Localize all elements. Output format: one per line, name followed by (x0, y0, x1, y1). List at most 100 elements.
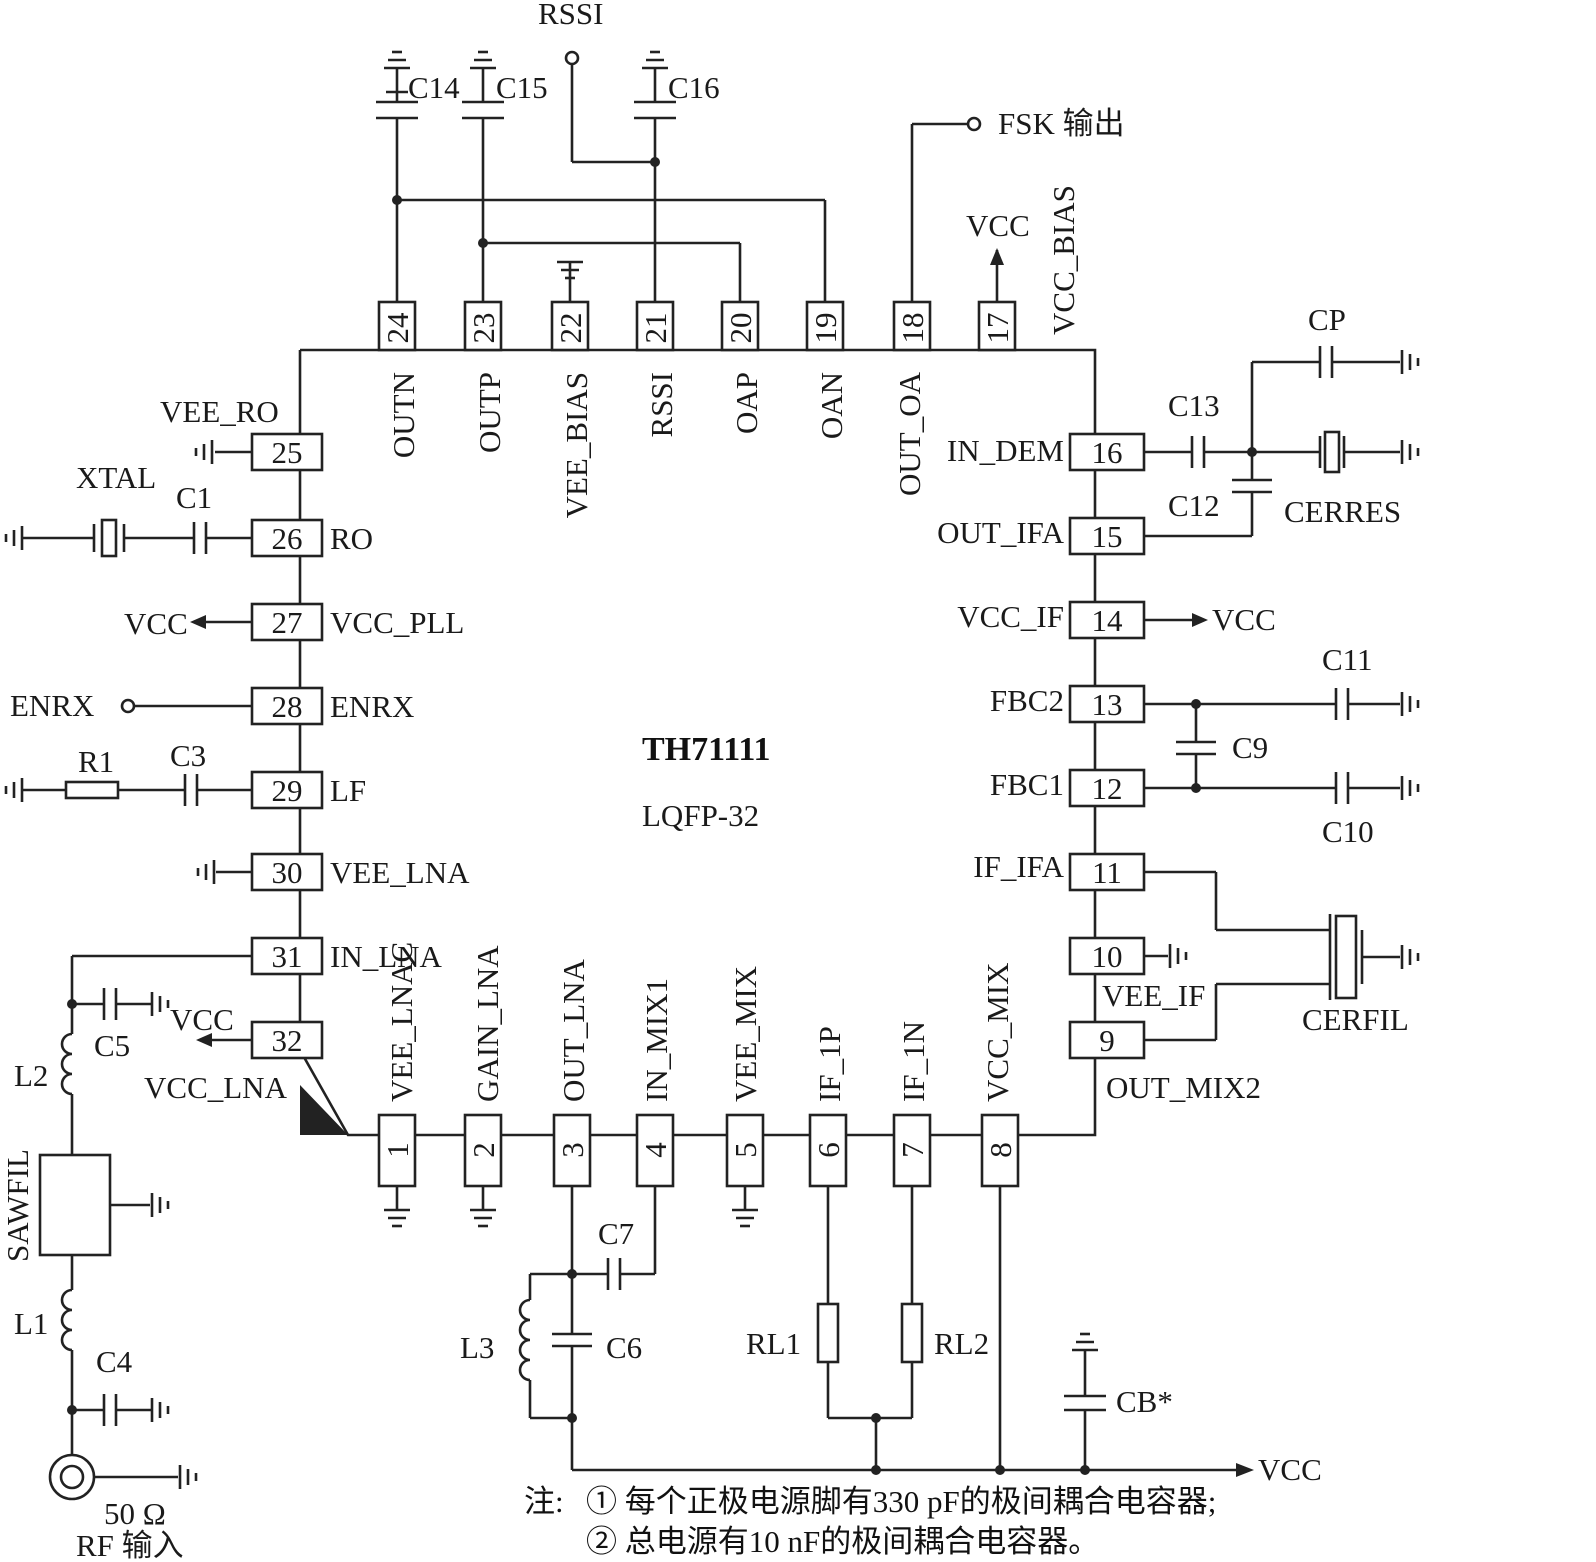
pin-10: 10 (1068, 936, 1146, 976)
capacitor-c14 (376, 50, 418, 120)
label-c6: C6 (606, 1330, 642, 1365)
pin-label-fbc1: FBC1 (990, 767, 1064, 802)
pin-25: 25 (250, 432, 324, 472)
junction (1191, 783, 1201, 793)
label-c5: C5 (94, 1028, 130, 1063)
label-xtal: XTAL (76, 460, 156, 495)
pin-label-vee-bias: VEE_BIAS (559, 372, 594, 518)
svg-text:32: 32 (272, 1023, 303, 1058)
junction (67, 999, 77, 1009)
svg-text:4: 4 (638, 1142, 673, 1158)
pin-label-vcc-lna: VCC_LNA (144, 1070, 288, 1105)
label-sawfil: SAWFIL (0, 1149, 35, 1262)
svg-text:31: 31 (272, 939, 303, 974)
pin-label-vee-lna: VEE_LNA (330, 855, 470, 890)
junction (995, 1465, 1005, 1475)
pin-6: 6 (808, 1113, 848, 1188)
junction (567, 1269, 577, 1279)
label-l1: L1 (14, 1306, 48, 1341)
label-vcc-pin27: VCC (124, 606, 188, 641)
pin-3: 3 (552, 1113, 592, 1188)
pin-28: 28 (250, 686, 324, 726)
junction (1247, 447, 1257, 457)
svg-text:22: 22 (553, 313, 588, 344)
junction (871, 1413, 881, 1423)
label-vcc-pin32: VCC (170, 1002, 234, 1037)
pin-label-in-mix1: IN_MIX1 (639, 978, 674, 1102)
label-rl2: RL2 (934, 1326, 989, 1361)
bottom-wiring (384, 1186, 1254, 1477)
label-cp: CP (1308, 302, 1346, 337)
svg-text:3: 3 (555, 1142, 590, 1158)
label-c14: C14 (408, 70, 460, 105)
note-line-2: ② 总电源有10 nF的极间耦合电容器。 (586, 1524, 1099, 1559)
pin-label-if-ifa: IF_IFA (973, 849, 1064, 884)
svg-text:15: 15 (1092, 519, 1123, 554)
capacitor-c15 (462, 50, 504, 120)
pin-label-lf: LF (330, 773, 366, 808)
label-vcc-bus: VCC (1258, 1452, 1322, 1487)
svg-text:5: 5 (728, 1142, 763, 1158)
left-wiring (4, 440, 252, 1501)
junction (67, 1405, 77, 1415)
junction (478, 238, 488, 248)
pin-label-if-1p: IF_1P (812, 1026, 847, 1102)
pin-32: 32 (250, 1020, 324, 1060)
pin-13: 13 (1068, 684, 1146, 724)
svg-text:20: 20 (723, 313, 758, 344)
junction (650, 157, 660, 167)
pin-11: 11 (1068, 852, 1146, 892)
pin-2: 2 (463, 1113, 503, 1188)
label-cerres: CERRES (1284, 494, 1401, 529)
label-c7: C7 (598, 1216, 634, 1251)
rssi-terminal (564, 50, 580, 66)
pin-label-vcc-mix: VCC_MIX (980, 962, 1015, 1102)
junction (1191, 699, 1201, 709)
pin-4: 4 (635, 1113, 675, 1188)
pin-label-vee-lnac: VEE_LNAC (384, 942, 419, 1102)
junction (871, 1465, 881, 1475)
svg-text:13: 13 (1092, 687, 1123, 722)
pin-15: 15 (1068, 516, 1146, 556)
pin-label-vcc-pll: VCC_PLL (330, 605, 464, 640)
pin-label-ro: RO (330, 521, 373, 556)
pin-label-vcc-if: VCC_IF (957, 599, 1064, 634)
pin-1: 1 (377, 1113, 417, 1188)
label-c9: C9 (1232, 730, 1268, 765)
label-vcc-pin17: VCC (966, 208, 1030, 243)
pin-label-out-ifa: OUT_IFA (937, 515, 1064, 550)
pin-31: 31 (250, 936, 324, 976)
label-c10: C10 (1322, 814, 1374, 849)
fsk-out-terminal (966, 116, 982, 132)
chip-outline (298, 348, 1097, 1137)
pin-9: 9 (1068, 1020, 1146, 1060)
note-line-1: ① 每个正极电源脚有330 pF的极间耦合电容器; (586, 1484, 1216, 1519)
pin-20: 20 (720, 300, 760, 352)
pin-label-in-dem: IN_DEM (947, 433, 1064, 468)
pin-label-oap: OAP (729, 372, 764, 434)
pin-label-outp: OUTP (472, 372, 507, 453)
svg-text:29: 29 (272, 773, 303, 808)
junction (392, 195, 402, 205)
chip-name: TH71111 (642, 731, 771, 768)
junction (567, 1413, 577, 1423)
label-c1: C1 (176, 480, 212, 515)
pin-19: 19 (805, 300, 845, 352)
svg-text:2: 2 (466, 1142, 501, 1158)
junction (1080, 1465, 1090, 1475)
pin-17: 17 (977, 300, 1017, 352)
label-c13: C13 (1168, 388, 1220, 423)
svg-text:19: 19 (808, 313, 843, 344)
pin-26: 26 (250, 518, 324, 558)
pin-18: 18 (892, 300, 932, 352)
svg-text:18: 18 (895, 313, 930, 344)
label-rl1: RL1 (746, 1326, 801, 1361)
pin-label-enrx: ENRX (330, 689, 414, 724)
pin-23: 23 (463, 300, 503, 352)
svg-text:30: 30 (272, 855, 303, 890)
pin-5: 5 (725, 1113, 765, 1188)
ground-pin22 (557, 260, 583, 280)
svg-text:7: 7 (895, 1142, 930, 1158)
svg-text:14: 14 (1092, 603, 1124, 638)
pin-27: 27 (250, 602, 324, 642)
